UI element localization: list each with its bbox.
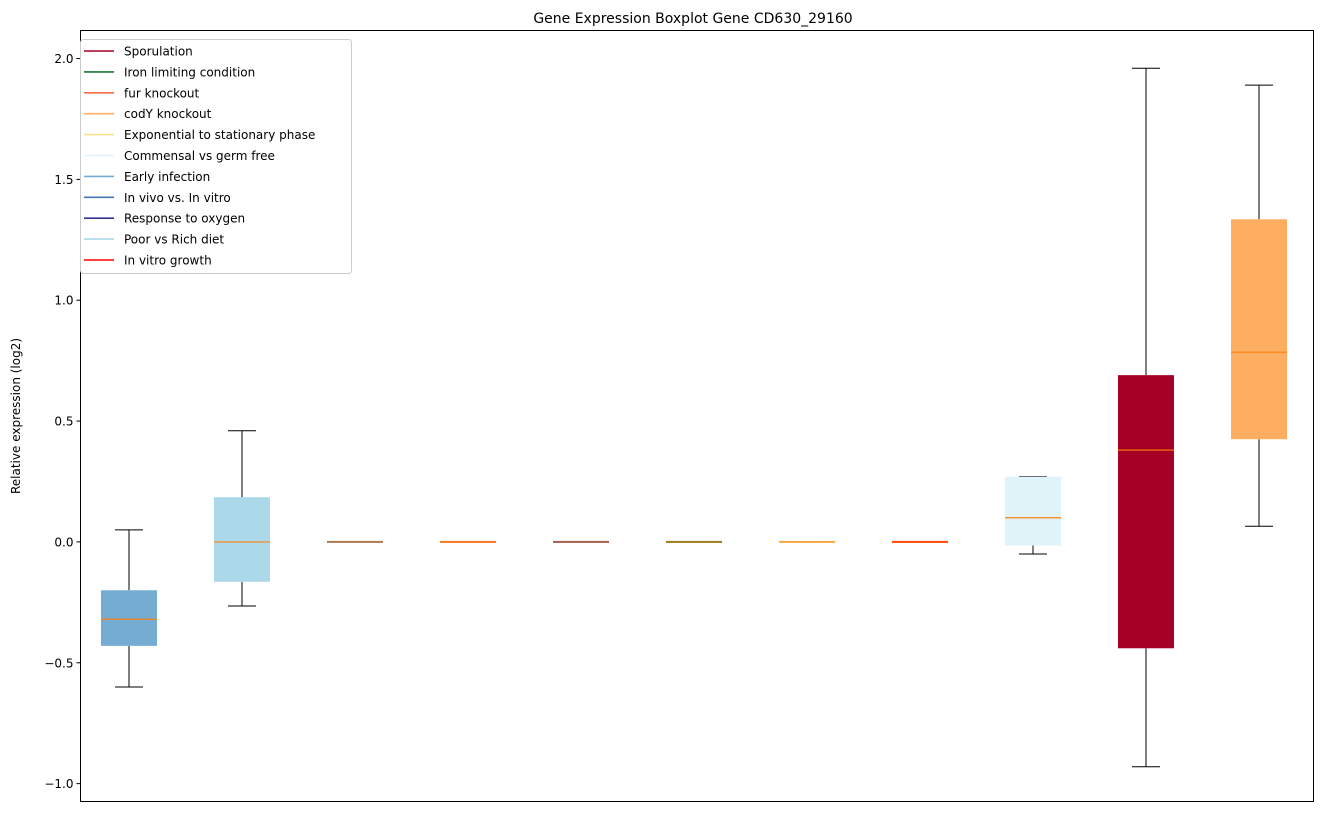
box-9 (1005, 476, 1061, 555)
box-5 (553, 540, 609, 543)
box-3 (327, 540, 383, 543)
legend-label: Sporulation (124, 45, 193, 59)
legend-label: codY knockout (124, 107, 212, 121)
legend-label: fur knockout (124, 86, 200, 100)
box-10 (1118, 67, 1174, 768)
y-tick-label: 1.0 (54, 294, 73, 308)
legend-label: Commensal vs germ free (124, 149, 275, 163)
y-tick-label: 0.5 (54, 415, 73, 429)
legend-label: Iron limiting condition (124, 65, 255, 79)
y-tick-label: −1.0 (44, 777, 73, 791)
legend-item: Early infection (84, 170, 210, 184)
y-tick-label: 0.0 (54, 535, 73, 549)
box-8 (892, 540, 948, 543)
box-iqr (1005, 476, 1061, 546)
legend-label: Early infection (124, 170, 210, 184)
box-iqr (101, 590, 157, 646)
chart-title: Gene Expression Boxplot Gene CD630_29160 (533, 11, 852, 27)
legend-item: Poor vs Rich diet (84, 233, 224, 247)
legend-label: In vivo vs. In vitro (124, 191, 231, 205)
legend-item: In vivo vs. In vitro (84, 191, 231, 205)
box-7 (779, 540, 835, 543)
legend-item: Sporulation (84, 45, 193, 59)
box-iqr (1118, 375, 1174, 649)
legend-item: Commensal vs germ free (84, 149, 275, 163)
legend-item: Response to oxygen (84, 212, 245, 226)
box-1 (101, 529, 157, 688)
plot-area-frame (80, 30, 1314, 802)
y-tick-label: 2.0 (54, 52, 73, 66)
y-tick-label: 1.5 (54, 173, 73, 187)
y-axis-label: Relative expression (log2) (9, 338, 23, 494)
box-2 (214, 430, 270, 607)
legend-frame (80, 39, 352, 274)
legend-label: Poor vs Rich diet (124, 233, 224, 247)
box-11 (1231, 84, 1287, 527)
box-iqr (214, 497, 270, 582)
legend-label: In vitro growth (124, 254, 212, 268)
box-4 (440, 540, 496, 543)
legend-label: Response to oxygen (124, 212, 245, 226)
legend-label: Exponential to stationary phase (124, 128, 315, 142)
legend-item: Iron limiting condition (84, 65, 255, 79)
legend-item: codY knockout (84, 107, 212, 121)
box-iqr (1231, 219, 1287, 440)
legend-item: Exponential to stationary phase (84, 128, 315, 142)
y-tick-label: −0.5 (44, 656, 73, 670)
legend-item: fur knockout (84, 86, 200, 100)
box-6 (666, 540, 722, 543)
legend-item: In vitro growth (84, 254, 212, 268)
